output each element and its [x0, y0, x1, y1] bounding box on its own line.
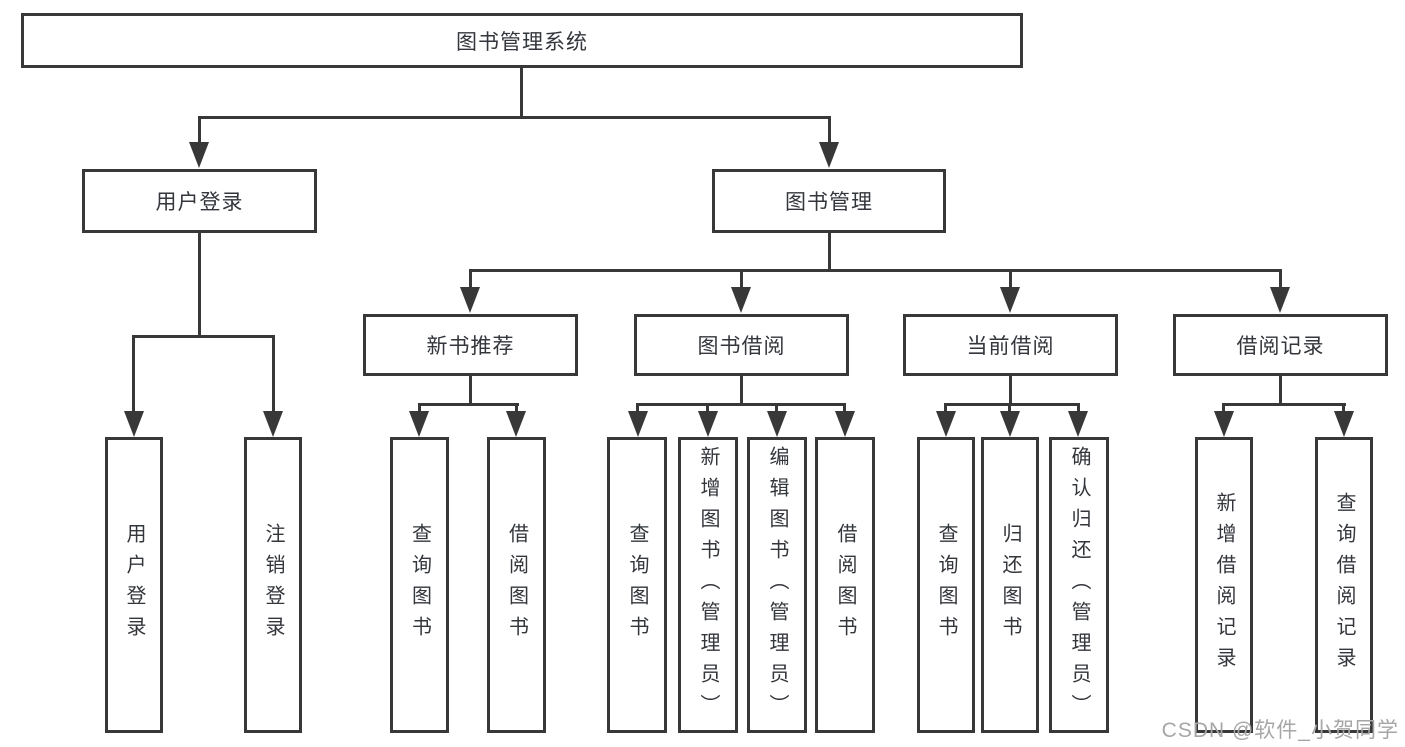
connector-drop-user-login	[198, 116, 201, 148]
leaf-query-books-current-label: 查询图书	[935, 523, 957, 647]
arrowhead-s0c0	[409, 411, 429, 437]
arrowhead-new-book	[460, 287, 480, 313]
connector-drop-new-book	[469, 269, 472, 293]
arrowhead-s2c2	[1068, 411, 1088, 437]
arrowhead-borrow-records	[1270, 287, 1290, 313]
arrowhead-s1c3	[835, 411, 855, 437]
node-book-borrow: 图书借阅	[634, 314, 849, 376]
node-book-management-label: 图书管理	[785, 191, 873, 214]
connector-drop-borrow-records	[1279, 269, 1282, 293]
connector-drop-book-management	[828, 116, 831, 148]
connector-drop-s1c2	[775, 403, 778, 417]
arrowhead-s2c0	[936, 411, 956, 437]
leaf-confirm-return-admin: 确认归还（管理员）	[1049, 437, 1109, 733]
arrowhead-current-borrow	[1000, 287, 1020, 313]
connector-drop-current-borrow	[1009, 269, 1012, 293]
connector-section0-stem	[469, 376, 472, 405]
connector-section1-split	[636, 403, 846, 406]
leaf-query-books-recommend: 查询图书	[390, 437, 449, 733]
leaf-add-borrow-record: 新增借阅记录	[1195, 437, 1253, 733]
connector-section2-stem	[1009, 376, 1012, 405]
connector-drop-s1c0	[636, 403, 639, 417]
arrowhead-leaf-user-login	[124, 411, 144, 437]
connector-drop-s3c0	[1222, 403, 1225, 417]
leaf-borrow-books-recommend-label: 借阅图书	[505, 523, 528, 647]
arrowhead-user-login	[189, 142, 209, 168]
arrowhead-s1c1	[698, 411, 718, 437]
arrowhead-s3c0	[1214, 411, 1234, 437]
node-user-login: 用户登录	[82, 169, 317, 233]
node-new-book-recommend: 新书推荐	[363, 314, 578, 376]
connector-section1-stem	[740, 376, 743, 405]
connector-root-split	[198, 116, 831, 119]
arrowhead-s0c1	[506, 411, 526, 437]
leaf-confirm-return-admin-label: 确认归还（管理员）	[1068, 445, 1090, 725]
arrowhead-s2c1	[1000, 411, 1020, 437]
connector-drop-book-borrow	[740, 269, 743, 293]
connector-section0-split	[418, 403, 519, 406]
node-borrow-records-label: 借阅记录	[1236, 335, 1325, 358]
leaf-borrow-books-borrow: 借阅图书	[815, 437, 875, 733]
connector-book-management-stem	[828, 233, 831, 272]
connector-drop-leaf-logout	[272, 335, 275, 415]
node-user-login-label: 用户登录	[155, 191, 244, 214]
connector-drop-s2c2	[1077, 403, 1080, 417]
node-current-borrow-label: 当前借阅	[966, 335, 1055, 358]
arrowhead-leaf-logout	[263, 411, 283, 437]
leaf-edit-books-admin: 编辑图书（管理员）	[747, 437, 807, 733]
connector-drop-leaf-user-login	[132, 335, 135, 415]
arrowhead-book-management	[819, 142, 839, 168]
connector-drop-s3c1	[1342, 403, 1345, 417]
leaf-query-books-current: 查询图书	[917, 437, 975, 733]
node-root: 图书管理系统	[21, 13, 1023, 68]
arrowhead-book-borrow	[731, 287, 751, 313]
node-current-borrow: 当前借阅	[903, 314, 1118, 376]
leaf-return-books: 归还图书	[981, 437, 1039, 733]
connector-drop-s1c1	[706, 403, 709, 417]
leaf-query-borrow-record-label: 查询借阅记录	[1333, 492, 1355, 678]
arrowhead-s1c0	[628, 411, 648, 437]
connector-root-stem	[520, 68, 523, 118]
leaf-logout: 注销登录	[244, 437, 302, 733]
leaf-borrow-books-borrow-label: 借阅图书	[834, 523, 856, 647]
leaf-return-books-label: 归还图书	[999, 523, 1021, 647]
leaf-query-books-borrow-label: 查询图书	[626, 523, 648, 647]
connector-section2-split	[944, 403, 1080, 406]
connector-drop-s1c3	[843, 403, 846, 417]
csdn-watermark: CSDN @软件_小贺同学	[1161, 719, 1399, 742]
leaf-user-login-label: 用户登录	[123, 523, 145, 647]
leaf-edit-books-admin-label: 编辑图书（管理员）	[766, 445, 788, 725]
leaf-add-books-admin: 新增图书（管理员）	[678, 437, 738, 733]
leaf-borrow-books-recommend: 借阅图书	[487, 437, 546, 733]
leaf-query-books-recommend-label: 查询图书	[408, 523, 431, 647]
arrowhead-s3c1	[1334, 411, 1354, 437]
connector-user-login-stem	[198, 233, 201, 338]
leaf-add-books-admin-label: 新增图书（管理员）	[697, 445, 719, 725]
leaf-user-login: 用户登录	[105, 437, 163, 733]
node-borrow-records: 借阅记录	[1173, 314, 1388, 376]
connector-book-management-split	[469, 269, 1282, 272]
node-book-management: 图书管理	[712, 169, 946, 233]
connector-drop-s0c0	[418, 403, 421, 417]
leaf-logout-label: 注销登录	[262, 523, 284, 647]
connector-section3-split	[1222, 403, 1346, 406]
arrowhead-s1c2	[767, 411, 787, 437]
connector-drop-s2c0	[944, 403, 947, 417]
node-book-borrow-label: 图书借阅	[697, 335, 786, 358]
leaf-query-books-borrow: 查询图书	[607, 437, 667, 733]
leaf-query-borrow-record: 查询借阅记录	[1315, 437, 1373, 733]
connector-section3-stem	[1279, 376, 1282, 405]
connector-drop-s0c1	[515, 403, 518, 417]
node-new-book-recommend-label: 新书推荐	[426, 335, 515, 358]
connector-user-login-split	[132, 335, 274, 338]
connector-drop-s2c1	[1008, 403, 1011, 417]
leaf-add-borrow-record-label: 新增借阅记录	[1213, 492, 1235, 678]
node-root-label: 图书管理系统	[456, 30, 588, 54]
